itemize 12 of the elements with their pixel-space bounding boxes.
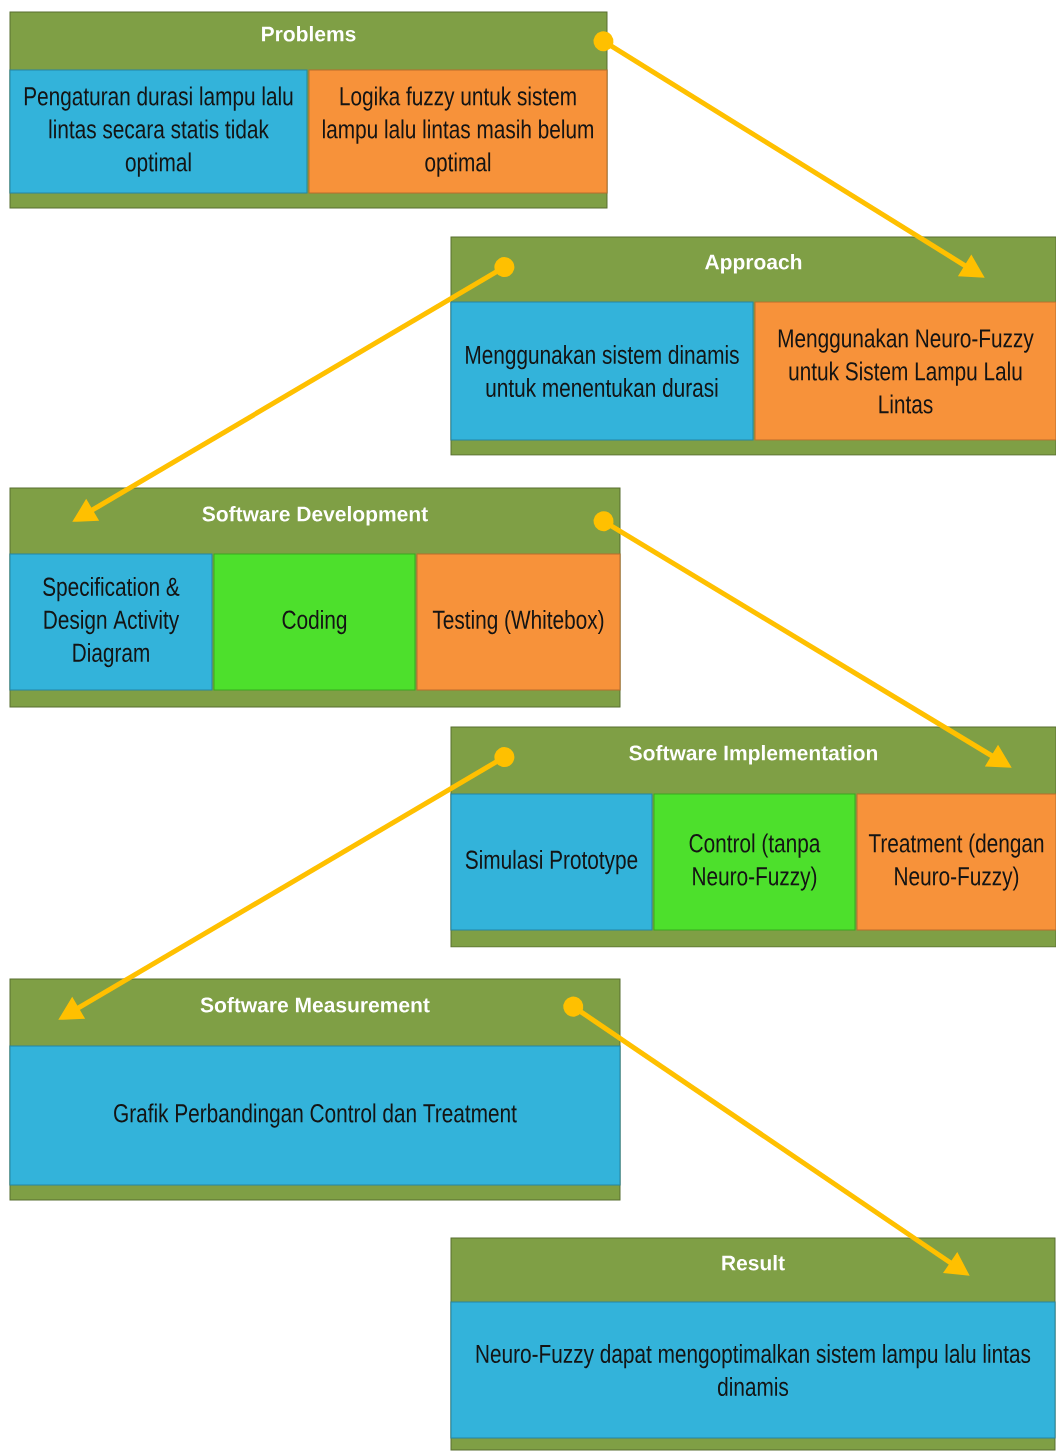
content-box: Testing (Whitebox) <box>416 553 621 691</box>
content-box: Specification & Design Activity Diagram <box>9 553 213 691</box>
content-box: Grafik Perbandingan Control dan Treatment <box>9 1045 621 1186</box>
content-box: Menggunakan sistem dinamis untuk menentukan durasi <box>450 301 754 441</box>
content-box: Simulasi Prototype <box>450 793 653 931</box>
content-box: Coding <box>213 553 416 691</box>
content-box: Logika fuzzy untuk sistem lampu lalu lintas masih belum optimal <box>308 69 608 194</box>
content-box: Neuro-Fuzzy dapat mengoptimalkan sistem lampu lalu lintas dinamis <box>450 1301 1056 1439</box>
content-box: Control (tanpa Neuro-Fuzzy) <box>653 793 856 931</box>
content-box: Menggunakan Neuro-Fuzzy untuk Sistem Lampu Lalu Lintas <box>754 301 1056 441</box>
content-box: Treatment (dengan Neuro-Fuzzy) <box>856 793 1056 931</box>
content-box: Pengaturan durasi lampu lalu lintas secara statis tidak optimal <box>9 69 308 194</box>
